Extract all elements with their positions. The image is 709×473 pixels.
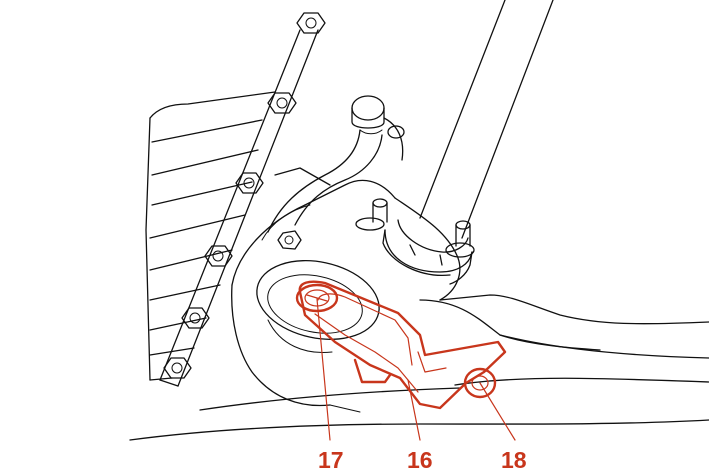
lever-arm <box>267 95 405 233</box>
leader-line-17 <box>316 298 331 441</box>
part-18-bolt <box>463 367 497 399</box>
flange-bolt-5 <box>181 307 210 329</box>
bracket-inner-line-1 <box>317 293 413 366</box>
mount-stud-left <box>355 198 388 231</box>
cooling-fins <box>149 119 263 356</box>
leader-line-18 <box>479 382 516 441</box>
flange-bolt-6 <box>163 357 192 379</box>
cover-flange <box>159 12 326 387</box>
part-17-bolt <box>295 283 339 313</box>
callout-16: 16 <box>407 447 433 473</box>
bracket-outline <box>298 280 507 410</box>
frame-member <box>129 294 709 441</box>
mount-stud-right <box>445 220 475 258</box>
housing-bolt <box>277 230 302 250</box>
callout-18: 18 <box>501 447 527 473</box>
flange-bolt-1 <box>296 12 326 34</box>
shock-absorber <box>382 0 554 285</box>
flange-bolt-2 <box>267 92 297 114</box>
pivot-housing <box>231 167 461 407</box>
flange-bolt-4 <box>204 245 233 267</box>
leader-lines <box>316 298 516 441</box>
shock-mount <box>382 219 473 285</box>
leader-line-16 <box>407 379 421 441</box>
bracket-inner-line-2 <box>314 313 419 393</box>
part-16-bracket <box>298 280 507 410</box>
bracket-inner-line-3 <box>417 351 447 373</box>
bracket-lower-lug <box>353 358 392 384</box>
flange-bolt-3 <box>235 172 264 194</box>
engine-case <box>145 91 276 381</box>
callout-17: 17 <box>318 447 344 473</box>
pivot-bore <box>256 260 380 354</box>
